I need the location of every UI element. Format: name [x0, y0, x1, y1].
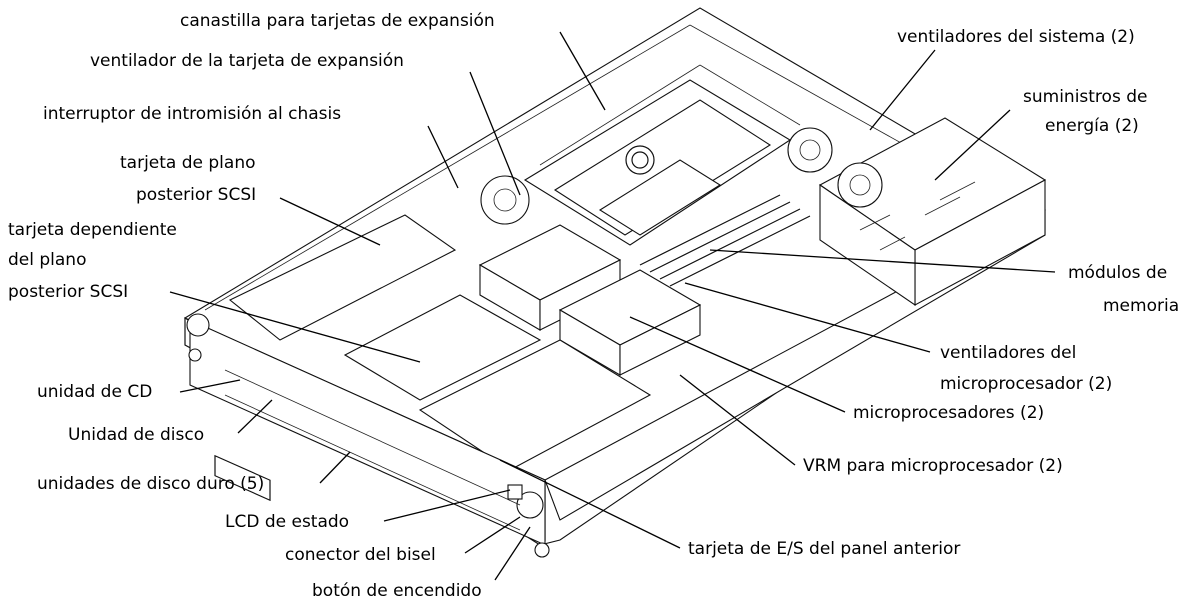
- label-system-fans: ventiladores del sistema (2): [897, 27, 1135, 47]
- label-daughter-card-line3: posterior SCSI: [8, 282, 129, 302]
- leader-backplane: [279, 197, 381, 246]
- label-cpu-fans-line1: ventiladores del: [940, 343, 1077, 363]
- label-status-lcd: LCD de estado: [225, 512, 350, 532]
- label-memory-line1: módulos de: [1068, 263, 1168, 283]
- leader-hard-drives: [319, 451, 351, 484]
- label-diskette: Unidad de disco: [68, 425, 205, 445]
- label-processors: microprocesadores (2): [853, 403, 1045, 423]
- memory-modules: [639, 194, 811, 287]
- label-power-supplies-line1: suministros de: [1023, 87, 1148, 107]
- label-power-button: botón de encendido: [312, 581, 482, 601]
- label-cpu-fans-line2: microprocesador (2): [940, 374, 1113, 394]
- leader-vrm: [679, 374, 796, 466]
- label-backplane-line2: posterior SCSI: [136, 185, 257, 205]
- leader-system-fans: [869, 49, 936, 131]
- leader-cd-drive: [179, 379, 241, 393]
- card-fan: [480, 175, 530, 225]
- label-io-board: tarjeta de E/S del panel anterior: [688, 539, 961, 559]
- label-power-supplies-line2: energía (2): [1045, 116, 1139, 136]
- leader-processors: [629, 316, 846, 413]
- system-fans: [787, 127, 883, 208]
- label-intrusion-switch: interruptor de intromisión al chasis: [43, 104, 342, 124]
- leader-daughter-card: [169, 291, 421, 363]
- leader-power-supplies: [934, 109, 1011, 181]
- leader-lines: [169, 31, 1056, 581]
- power-supply-block: [818, 117, 1047, 307]
- leader-memory: [709, 249, 1056, 273]
- label-vrm: VRM para microprocesador (2): [803, 456, 1063, 476]
- leader-diskette: [237, 399, 273, 434]
- processor-heatsinks: [478, 224, 702, 376]
- label-backplane-line1: tarjeta de plano: [120, 153, 256, 173]
- leader-status-lcd: [383, 489, 511, 522]
- label-hard-drives: unidades de disco duro (5): [37, 474, 265, 494]
- label-bezel-connector: conector del bisel: [285, 545, 436, 565]
- expansion-card-cage: [523, 64, 801, 246]
- drive-cage: [228, 214, 652, 471]
- label-card-fan: ventilador de la tarjeta de expansión: [90, 51, 404, 71]
- leader-cpu-fans: [684, 282, 931, 353]
- label-card-cage: canastilla para tarjetas de expansión: [180, 11, 495, 31]
- label-daughter-card-line1: tarjeta dependiente: [8, 220, 177, 240]
- leader-io-board: [499, 459, 681, 549]
- leader-card-fan: [469, 71, 521, 196]
- leader-intrusion-switch: [427, 125, 459, 189]
- leader-card-cage: [559, 31, 606, 111]
- leader-bezel-connector: [464, 516, 521, 554]
- front-panel: [186, 313, 550, 558]
- label-memory-line2: memoria: [1103, 296, 1180, 316]
- label-daughter-card-line2: del plano: [8, 250, 87, 270]
- label-cd-drive: unidad de CD: [37, 382, 153, 402]
- leader-power-button: [494, 526, 531, 581]
